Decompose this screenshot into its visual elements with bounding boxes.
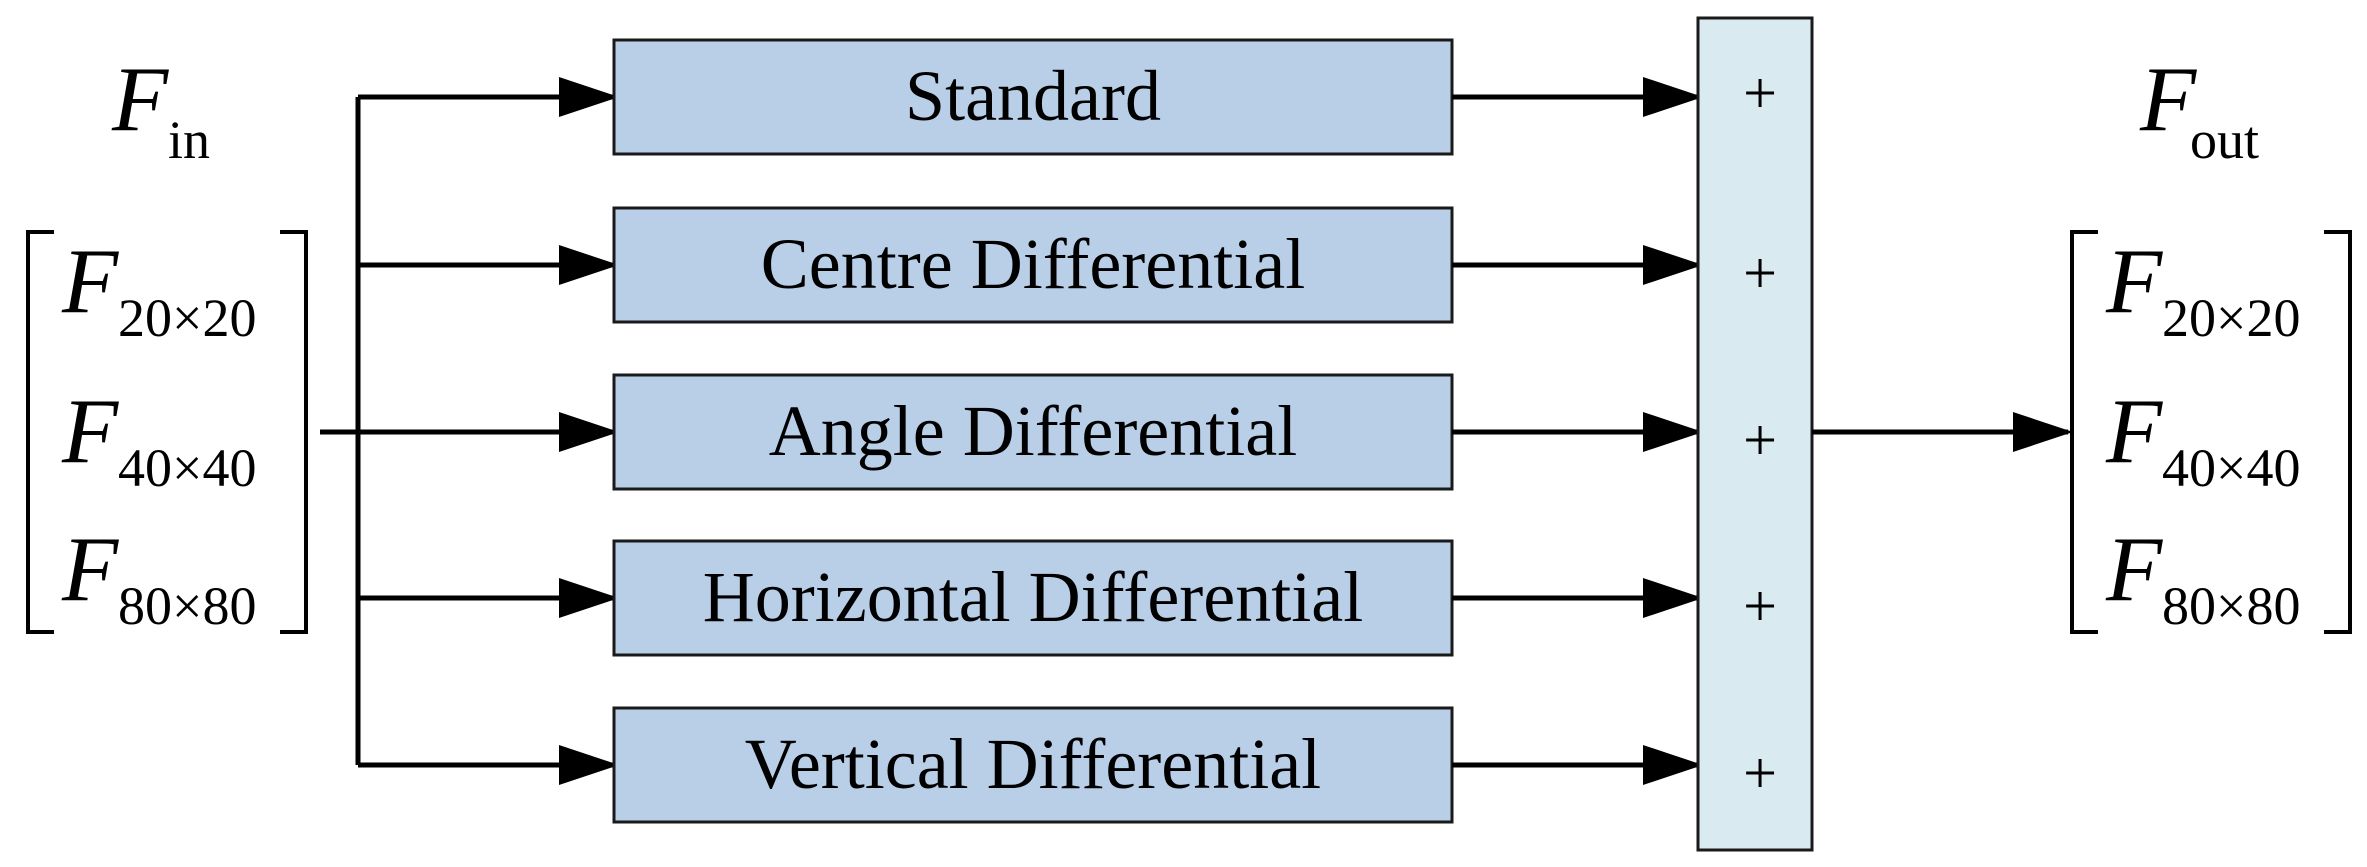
branch-boxes: Standard Centre Differential Angle Diffe… [612,38,1454,824]
output-arrows [1452,77,1703,785]
input-symbol: F [111,48,169,150]
branch-label-horizontal-differential: Horizontal Differential [703,557,1363,637]
branch-label-centre-differential: Centre Differential [761,224,1305,304]
input-matrix-symbol-3: F [61,518,119,620]
input-label: F in [111,48,210,170]
output-matrix: F 20×20 F 40×40 F 80×80 [2070,230,2352,636]
input-matrix-subscript-2: 40×40 [118,438,256,498]
output-matrix-subscript-1: 20×20 [2162,288,2300,348]
branch-centre-differential: Centre Differential [612,206,1454,324]
input-subscript: in [168,110,210,170]
sum-plus-5: + [1743,740,1777,806]
input-matrix-symbol-2: F [61,380,119,482]
output-matrix-subscript-3: 80×80 [2162,576,2300,636]
branch-label-angle-differential: Angle Differential [769,391,1297,471]
sum-plus-1: + [1743,60,1777,126]
input-matrix-subscript-1: 20×20 [118,288,256,348]
input-matrix: F 20×20 F 40×40 F 80×80 [26,230,308,636]
branch-horizontal-differential: Horizontal Differential [612,539,1454,657]
input-matrix-symbol-1: F [61,230,119,332]
branch-label-standard: Standard [905,56,1161,136]
branch-box-centre-differential [612,206,1454,324]
output-symbol: F [2139,48,2197,150]
sum-plus-2: + [1743,240,1777,306]
sum-block: + + + + + [1696,16,1814,852]
output-matrix-left-bracket [2070,230,2098,634]
input-matrix-right-bracket [280,230,308,634]
branch-angle-differential: Angle Differential [612,373,1454,491]
input-matrix-subscript-3: 80×80 [118,576,256,636]
sum-block-rect [1696,16,1814,852]
output-matrix-symbol-1: F [2105,230,2163,332]
output-label: F out [2139,48,2259,170]
branch-box-angle-differential [612,373,1454,491]
branch-box-horizontal-differential [612,539,1454,657]
output-matrix-symbol-2: F [2105,380,2163,482]
output-matrix-right-bracket [2324,230,2352,634]
branch-box-standard [612,38,1454,156]
input-matrix-left-bracket [26,230,54,634]
input-arrows [358,77,619,785]
output-matrix-symbol-3: F [2105,518,2163,620]
branch-label-vertical-differential: Vertical Differential [745,724,1321,804]
output-subscript: out [2190,110,2259,170]
output-matrix-subscript-2: 40×40 [2162,438,2300,498]
branch-standard: Standard [612,38,1454,156]
branch-box-vertical-differential [612,706,1454,824]
sum-plus-4: + [1743,573,1777,639]
fanout-connector [320,97,361,765]
branch-vertical-differential: Vertical Differential [612,706,1454,824]
sum-plus-3: + [1743,407,1777,473]
